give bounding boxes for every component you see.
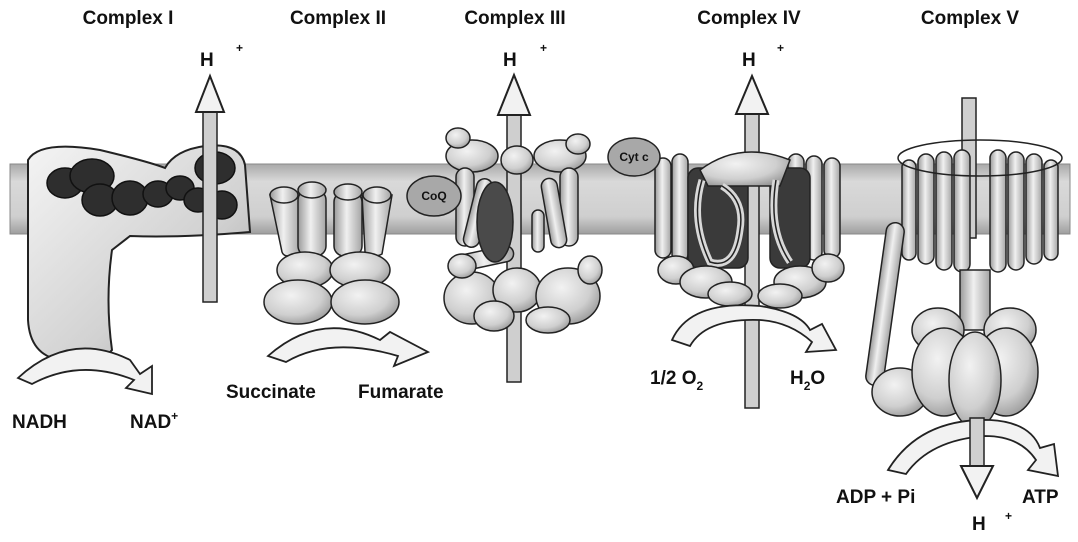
complex-iv-product-label: H2O [790,368,825,393]
complex-i-proton-label: H [200,50,214,71]
complex-i-title: Complex I [83,8,174,29]
complex-v [865,98,1062,498]
complex-v-product-label: ATP [1022,487,1059,508]
complex-i-reaction-arrow [18,348,152,394]
complex-i-proton-charge: + [236,41,243,55]
complex-iii-title: Complex III [464,8,565,29]
complex-ii-substrate-label: Succinate [226,382,316,403]
complex-v-proton-charge: + [1005,509,1012,523]
complex-iii-proton-charge: + [540,41,547,55]
complex-iii-core [477,182,513,262]
complex-v-peripheral-stalk [865,222,906,387]
complex-v-proton-label: H [972,514,986,535]
complex-iv-title: Complex IV [697,8,801,29]
complex-iv-proton-charge: + [777,41,784,55]
complex-ii-subunits [264,252,399,324]
coq-carrier: CoQ [407,176,461,216]
complex-iv-substrate-label: 1/2 O2 [650,368,703,393]
cyt-c-label: Cyt c [619,150,649,164]
complex-ii-product-label: Fumarate [358,382,444,403]
complex-iv-proton-label: H [742,50,756,71]
complex-i-substrate-label: NADH [12,412,67,433]
complex-ii-title: Complex II [290,8,386,29]
coq-label: CoQ [421,189,446,203]
cyt-c-carrier: Cyt c [608,138,660,176]
complex-v-f1-head [872,308,1038,428]
complex-i-product-label: NAD+ [130,409,178,433]
complex-ii-reaction-arrow [268,328,428,366]
complex-v-substrate-label: ADP + Pi [836,487,915,508]
complex-v-title: Complex V [921,8,1020,29]
complex-iii-proton-label: H [503,50,517,71]
